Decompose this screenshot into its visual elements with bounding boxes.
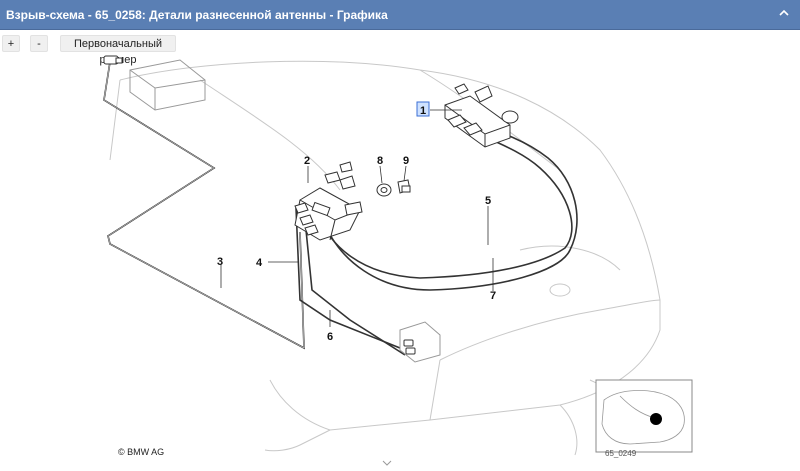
part-8-washer xyxy=(376,183,392,197)
rear-connectors xyxy=(403,339,416,355)
callout-1[interactable]: 1 xyxy=(420,105,426,117)
diagram-canvas[interactable]: 1 2 3 4 5 6 7 8 9 xyxy=(0,55,800,460)
antenna-module-1 xyxy=(444,83,519,148)
inset-location-marker xyxy=(650,413,662,425)
reset-size-button[interactable]: Первоначальный размер xyxy=(60,35,176,66)
inset-thumbnail[interactable] xyxy=(595,379,693,453)
callout-7[interactable]: 7 xyxy=(490,290,496,302)
leader-lines xyxy=(220,109,494,327)
resize-handle-icon[interactable] xyxy=(382,453,392,466)
amplifier-box xyxy=(129,59,206,111)
cable-3 xyxy=(103,61,305,350)
connector-3-top xyxy=(103,55,123,65)
zoom-out-button[interactable]: - xyxy=(30,35,48,52)
rear-box xyxy=(399,321,441,363)
callout-8[interactable]: 8 xyxy=(377,155,383,167)
antenna-module-2 xyxy=(294,161,361,241)
inset-code-text: 65_0249 xyxy=(605,449,637,458)
cable-6 xyxy=(303,209,406,356)
callout-5[interactable]: 5 xyxy=(485,195,491,207)
chevron-up-icon[interactable] xyxy=(776,7,792,23)
cable-5 xyxy=(317,129,573,279)
toolbar: + - Первоначальный размер xyxy=(0,31,800,66)
window-title: Взрыв-схема - 65_0258: Детали разнесенно… xyxy=(6,8,388,22)
cable-4 xyxy=(295,207,401,349)
cable-7 xyxy=(323,125,578,291)
callout-9[interactable]: 9 xyxy=(403,155,409,167)
callout-2[interactable]: 2 xyxy=(304,155,310,167)
part-9-bolt xyxy=(344,179,411,216)
zoom-in-button[interactable]: + xyxy=(2,35,20,52)
callout-1-selection xyxy=(416,101,430,117)
copyright-text: © BMW AG xyxy=(118,447,165,457)
callout-3[interactable]: 3 xyxy=(217,256,223,268)
car-body-outline xyxy=(109,60,661,456)
window-titlebar: Взрыв-схема - 65_0258: Детали разнесенно… xyxy=(0,0,800,30)
callout-4[interactable]: 4 xyxy=(256,257,263,269)
callout-6[interactable]: 6 xyxy=(327,331,333,343)
